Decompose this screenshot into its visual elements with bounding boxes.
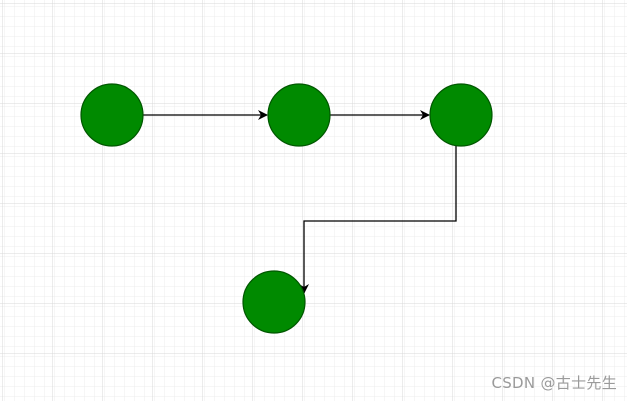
node-n2[interactable] <box>267 83 331 147</box>
node-n1[interactable] <box>80 83 144 147</box>
node-n3[interactable] <box>429 83 493 147</box>
nodes-layer <box>80 83 493 334</box>
edges-layer <box>143 110 457 294</box>
node-n4[interactable] <box>242 270 306 334</box>
edge-n3-n4[interactable] <box>299 146 457 294</box>
watermark-text: CSDN @古士先生 <box>491 374 617 392</box>
